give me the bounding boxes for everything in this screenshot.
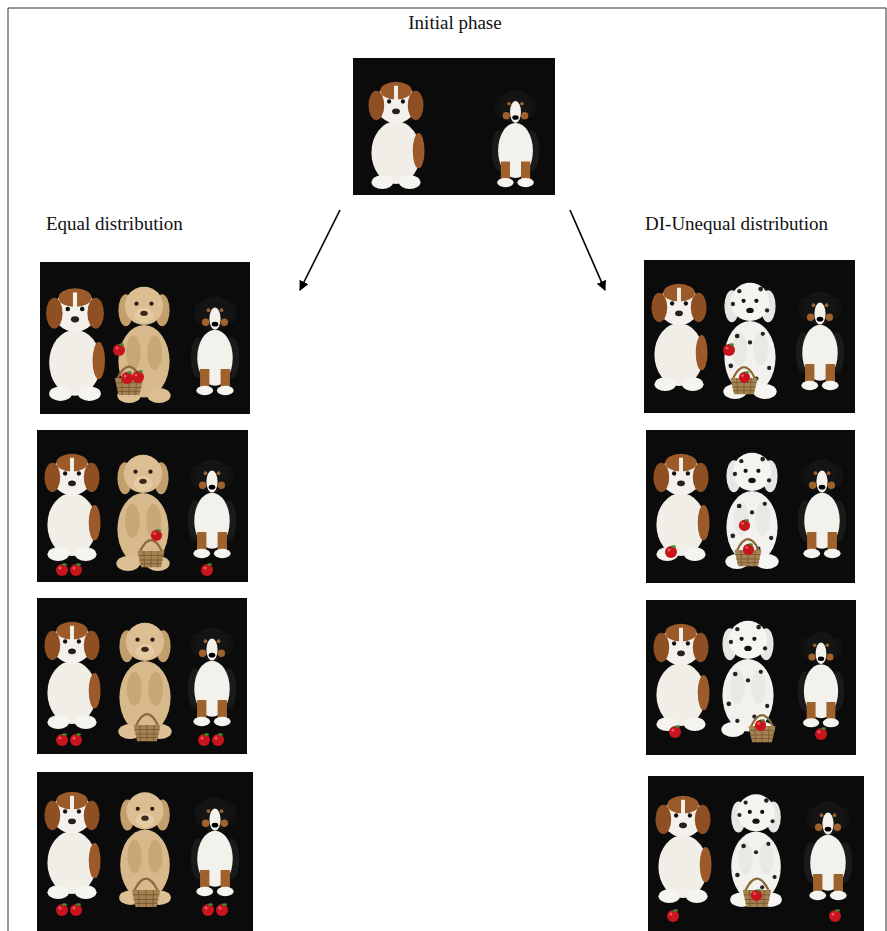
photo-background — [644, 260, 855, 413]
plush-dog — [368, 82, 424, 189]
apple — [121, 371, 133, 384]
equal-photo — [37, 430, 248, 582]
apple — [665, 545, 677, 558]
equal-photo — [37, 772, 253, 931]
apple — [751, 889, 762, 901]
apple — [723, 343, 735, 356]
apple — [151, 529, 162, 541]
phase-heading: DI-Unequal distribution — [645, 213, 828, 235]
photo-background — [40, 262, 250, 414]
photo-background — [646, 430, 855, 583]
plush-dog — [191, 296, 240, 395]
plush-dog — [116, 455, 169, 571]
plush-dog — [651, 284, 707, 391]
equal-photo — [37, 598, 247, 754]
frame-border — [8, 8, 886, 931]
phase-heading: Equal distribution — [46, 213, 183, 235]
photo-background — [648, 776, 864, 931]
plush-dog — [188, 627, 237, 726]
plush-dog — [730, 794, 782, 907]
basket — [731, 367, 758, 394]
plush-dog — [44, 622, 100, 729]
plush-dog — [118, 623, 171, 739]
apple — [743, 543, 754, 555]
plush-dog — [46, 288, 105, 401]
unequal-photo — [648, 776, 864, 931]
initial-photo — [353, 58, 555, 195]
apple — [212, 733, 224, 746]
apple — [113, 343, 125, 356]
apple — [202, 903, 214, 916]
plush-dog — [44, 792, 100, 899]
basket — [115, 367, 144, 396]
basket — [749, 715, 776, 742]
basket — [138, 540, 165, 567]
basket — [735, 539, 762, 566]
unequal-photo — [644, 260, 855, 413]
photo-background — [37, 598, 247, 754]
apple — [815, 727, 827, 740]
branch-arrow — [300, 210, 340, 290]
plush-dog — [44, 454, 100, 561]
photo-group: Initial phase — [330, 10, 580, 210]
plush-dog — [492, 90, 540, 187]
plush-dog — [721, 621, 774, 737]
photo-group: Equal distribution — [30, 205, 300, 931]
apple — [56, 563, 68, 576]
unequal-photo — [646, 600, 856, 755]
apple — [70, 733, 82, 746]
apple — [56, 733, 68, 746]
plush-dog — [119, 792, 171, 905]
plush-dog — [796, 291, 845, 390]
photo-background — [37, 430, 248, 582]
apple — [669, 725, 681, 738]
basket — [132, 879, 161, 908]
plush-dog — [725, 453, 778, 569]
plush-dog — [798, 459, 847, 558]
plush-dog — [804, 801, 853, 900]
plush-dog — [723, 283, 776, 399]
apple — [739, 371, 750, 383]
photo-background — [353, 58, 555, 195]
apple — [201, 563, 213, 576]
apple — [667, 909, 679, 922]
plush-dog — [798, 632, 845, 727]
plush-dog — [653, 454, 709, 561]
photo-background — [646, 600, 856, 755]
photo-group: DI-Unequal distribution — [605, 205, 880, 931]
apple — [755, 719, 766, 731]
basket — [743, 879, 772, 908]
plush-dog — [188, 459, 237, 558]
apple — [216, 903, 228, 916]
apple — [56, 903, 68, 916]
plush-dog — [653, 624, 709, 731]
plush-dog — [191, 797, 240, 896]
apple — [829, 909, 841, 922]
apple — [132, 370, 144, 383]
apple — [70, 903, 82, 916]
equal-photo — [40, 262, 250, 414]
basket — [134, 714, 161, 741]
apple — [198, 733, 210, 746]
phase-heading: Initial phase — [330, 12, 580, 34]
branch-arrow — [570, 210, 605, 290]
apple — [739, 519, 750, 531]
unequal-photo — [646, 430, 855, 583]
plush-dog — [655, 796, 711, 903]
apple — [70, 563, 82, 576]
photo-background — [37, 772, 253, 931]
